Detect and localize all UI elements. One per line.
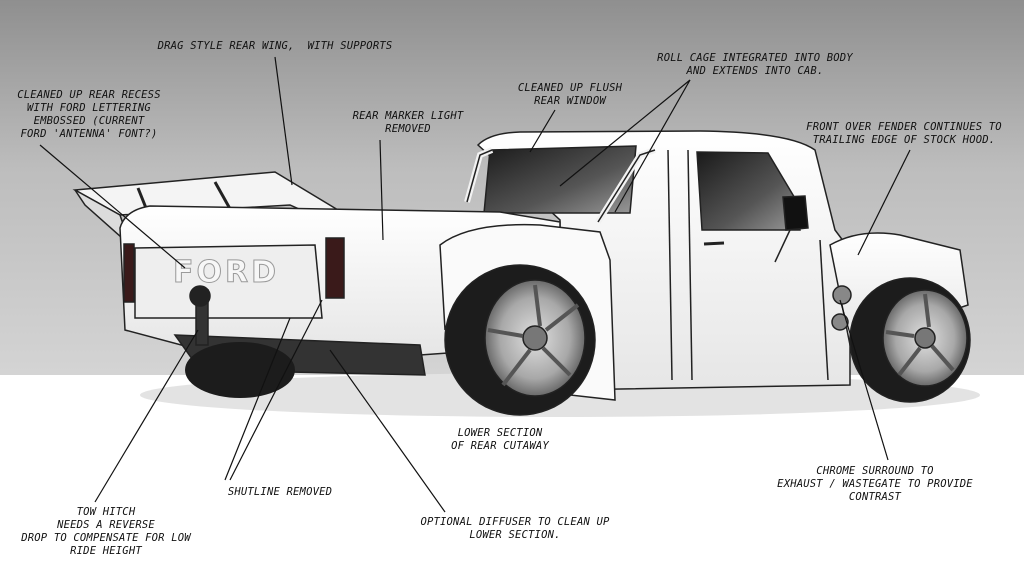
annotation-shutline: SHUTLINE REMOVED — [227, 486, 333, 498]
ford-badge: FORD — [173, 255, 279, 290]
annotation-roll-cage: ROLL CAGE INTEGRATED INTO BODY AND EXTEN… — [657, 52, 853, 77]
leader-lines — [39, 56, 911, 513]
annotation-rear-wing: DRAG STYLE REAR WING, WITH SUPPORTS — [157, 40, 393, 52]
annotation-tow-hitch: TOW HITCH NEEDS A REVERSE DROP TO COMPEN… — [21, 506, 191, 557]
annotation-chrome-surround: CHROME SURROUND TO EXHAUST / WASTEGATE T… — [777, 465, 973, 503]
annotation-rear-recess: CLEANED UP REAR RECESS WITH FORD LETTERI… — [17, 89, 161, 140]
annotation-marker-light: REAR MARKER LIGHT REMOVED — [352, 110, 464, 135]
truck-body — [119, 130, 969, 401]
annotation-diffuser: OPTIONAL DIFFUSER TO CLEAN UP LOWER SECT… — [420, 516, 610, 541]
rear-wheel — [444, 264, 596, 416]
annotation-rear-window: CLEANED UP FLUSH REAR WINDOW — [517, 82, 623, 107]
rear-wheel-far — [185, 342, 295, 398]
annotation-lower-section: LOWER SECTION OF REAR CUTAWAY — [451, 427, 549, 452]
front-wheel — [849, 277, 971, 403]
annotation-front-fender: FRONT OVER FENDER CONTINUES TO TRAILING … — [806, 121, 1002, 146]
